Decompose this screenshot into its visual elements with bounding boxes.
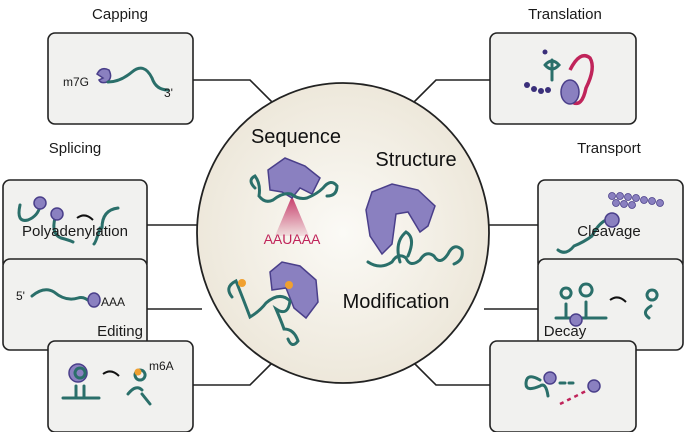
protein-icon bbox=[267, 157, 321, 199]
structure-group: Structure bbox=[365, 149, 464, 268]
polyadenylation-label: Polyadenylation bbox=[22, 223, 128, 240]
five-prime-text: 5' bbox=[16, 289, 25, 303]
editing-label: Editing bbox=[97, 323, 143, 340]
cap-text: m7G bbox=[63, 75, 89, 89]
motif-cone bbox=[275, 196, 309, 236]
splicing-label: Splicing bbox=[49, 140, 102, 157]
sequence-label: Sequence bbox=[251, 126, 341, 148]
panel-transport: Transport bbox=[537, 140, 684, 271]
translation-label: Translation bbox=[528, 6, 602, 23]
protein-icon bbox=[365, 183, 436, 256]
capping-label: Capping bbox=[92, 6, 148, 23]
motif-text: AAUAAA bbox=[264, 231, 321, 247]
modification-mark bbox=[238, 279, 246, 287]
panel-polyadenylation: Polyadenylation 5' AAA bbox=[2, 223, 148, 351]
three-prime-text: 3' bbox=[164, 86, 173, 100]
arrow-icon bbox=[76, 214, 94, 221]
m6a-text: m6A bbox=[149, 359, 174, 373]
arrow-icon bbox=[609, 296, 627, 303]
panel-editing: Editing m6A bbox=[47, 323, 194, 432]
modification-mark bbox=[285, 281, 293, 289]
arrow-icon bbox=[102, 370, 120, 377]
modification-group: Modification bbox=[227, 261, 450, 346]
panel-capping: Capping m7G 3' bbox=[47, 6, 194, 125]
panel-splicing: Splicing bbox=[2, 140, 148, 271]
structure-label: Structure bbox=[375, 149, 456, 171]
protein-icon bbox=[269, 261, 319, 320]
poly-a-text: AAA bbox=[101, 295, 125, 309]
cap-protein-icon bbox=[96, 67, 112, 84]
sequence-group: Sequence AAUAAA bbox=[249, 126, 341, 247]
panel-decay: Decay bbox=[489, 323, 637, 432]
cleavage-label: Cleavage bbox=[577, 223, 640, 240]
decay-label: Decay bbox=[544, 323, 587, 340]
panel-translation: Translation bbox=[489, 6, 637, 125]
central-circle bbox=[196, 82, 490, 384]
modification-label: Modification bbox=[343, 291, 450, 313]
panel-cleavage: Cleavage bbox=[537, 223, 684, 351]
transport-label: Transport bbox=[577, 140, 641, 157]
